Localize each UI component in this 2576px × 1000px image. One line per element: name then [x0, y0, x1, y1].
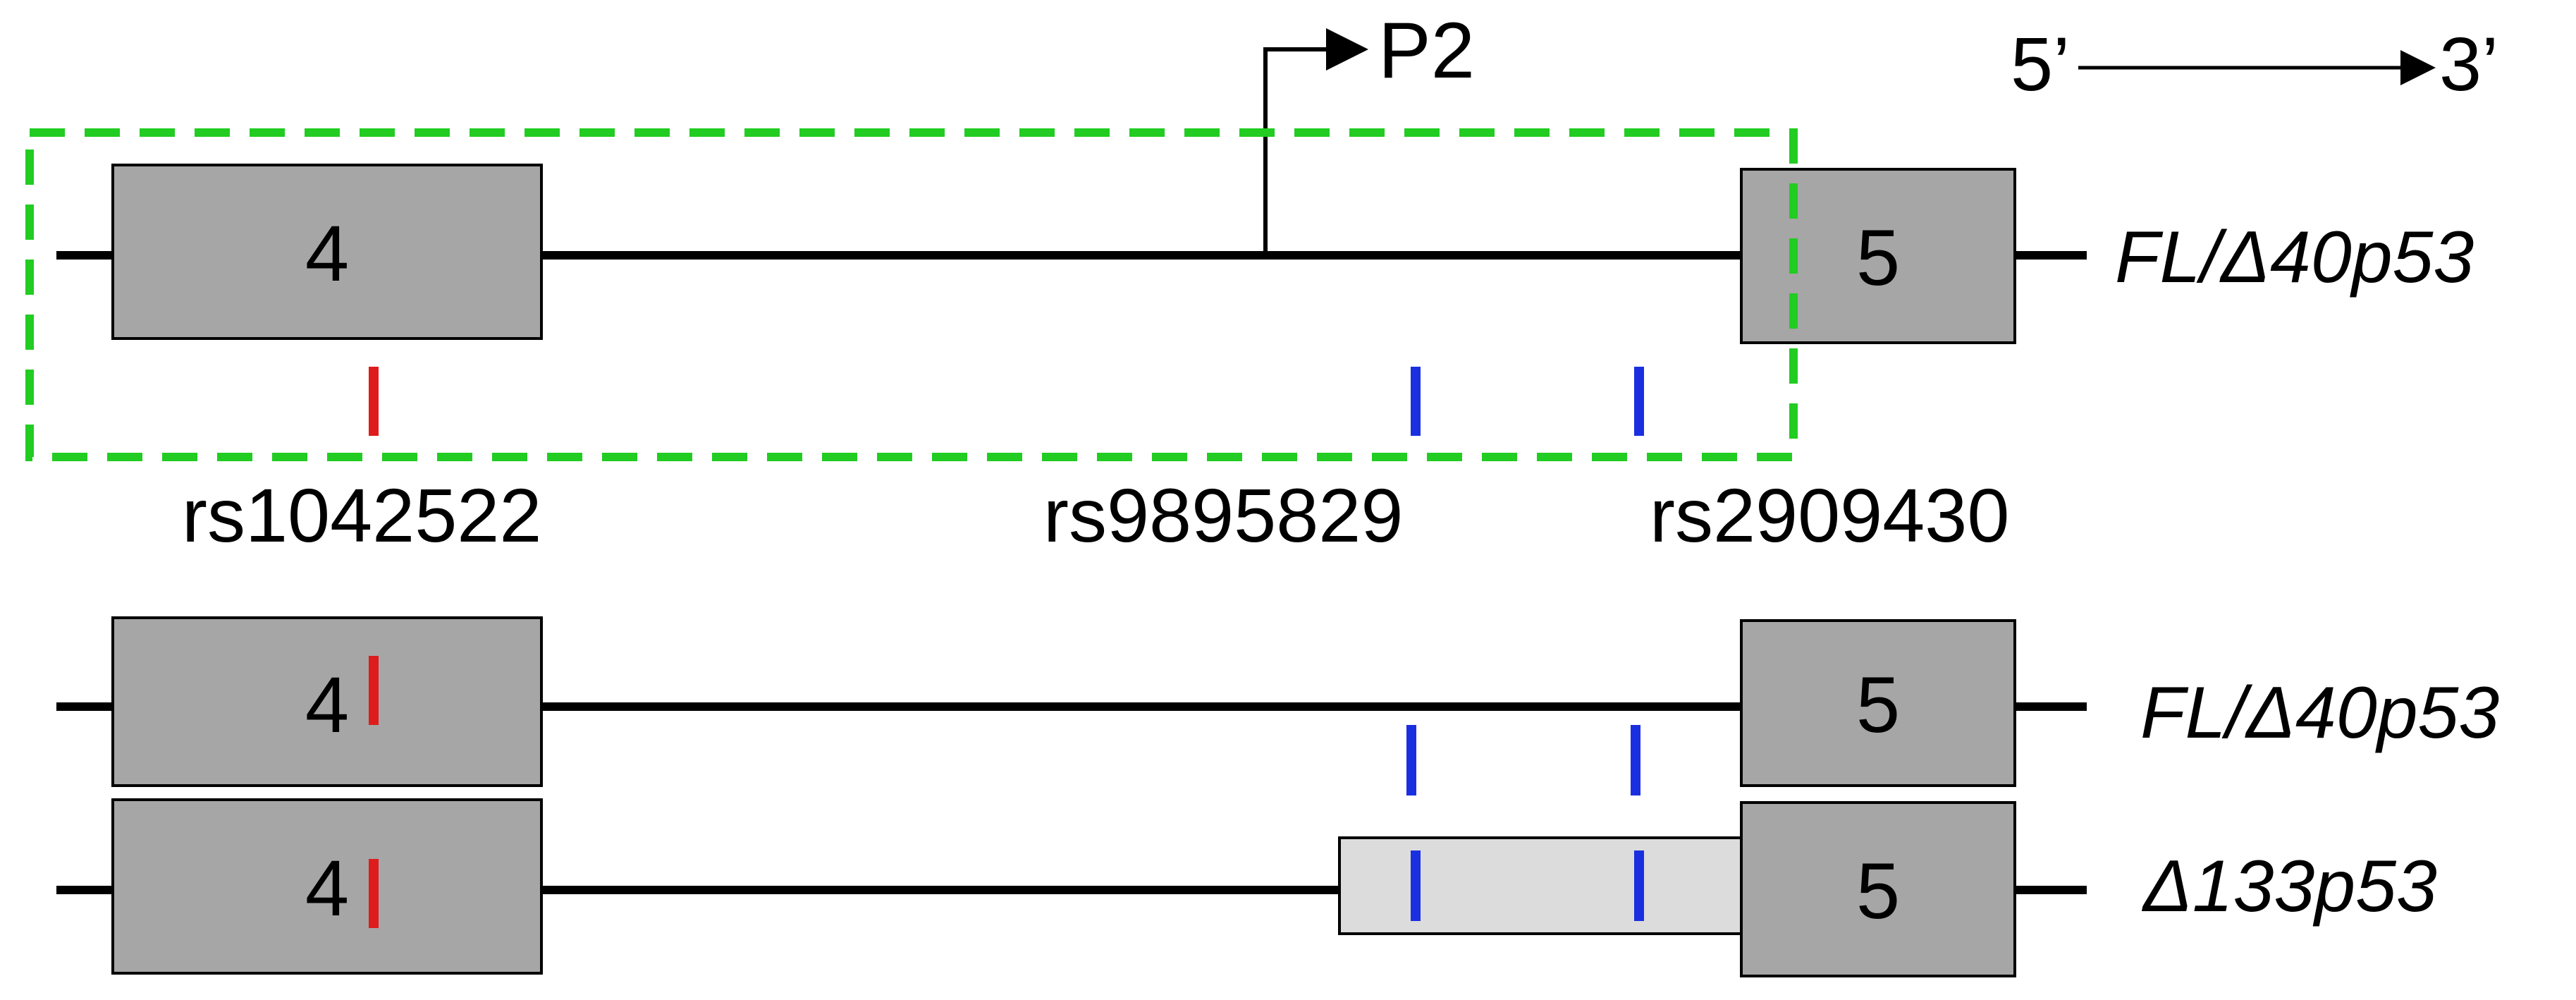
exon-4 — [111, 798, 543, 975]
exon-4-label: 4 — [305, 844, 349, 932]
highlight-box — [25, 128, 1798, 461]
transcript-row-3: 4 5 Δ133p53 — [56, 798, 2437, 977]
snp-label-rs1042522: rs1042522 — [182, 472, 541, 558]
exon-4-label: 4 — [305, 661, 349, 749]
three-prime-label: 3’ — [2439, 21, 2498, 106]
promoter-arrow — [1263, 28, 1368, 255]
exon-4 — [111, 164, 543, 340]
transcript-row-2: 4 5 FL/Δ40p53 — [56, 616, 2499, 795]
exon-5-label: 5 — [1856, 661, 1900, 749]
transcript-row-1: 4 5 FL/Δ40p53 — [56, 164, 2474, 344]
promoter-p2: P2 — [1263, 6, 1475, 255]
extended-exon-region — [1338, 836, 1743, 935]
direction-indicator: 5’ 3’ — [2011, 21, 2498, 106]
exon-4-label: 4 — [305, 209, 349, 298]
snp-label-rs2909430: rs2909430 — [1650, 472, 2009, 558]
exon-4 — [111, 616, 543, 787]
five-prime-label: 5’ — [2011, 21, 2070, 106]
transcript-label: FL/Δ40p53 — [2115, 217, 2474, 298]
exon-5 — [1740, 168, 2016, 344]
transcript-label: FL/Δ40p53 — [2140, 672, 2499, 754]
transcript-label: Δ133p53 — [2141, 846, 2437, 927]
exon-5 — [1740, 801, 2016, 977]
exon-5 — [1740, 619, 2016, 787]
promoter-label: P2 — [1378, 6, 1475, 94]
exon-5-label: 5 — [1856, 847, 1900, 935]
snp-markers — [369, 367, 1644, 436]
snp-labels: rs1042522 rs9895829 rs2909430 — [182, 472, 2009, 558]
snp-label-rs9895829: rs9895829 — [1043, 472, 1403, 558]
exon-5-label: 5 — [1856, 214, 1900, 302]
